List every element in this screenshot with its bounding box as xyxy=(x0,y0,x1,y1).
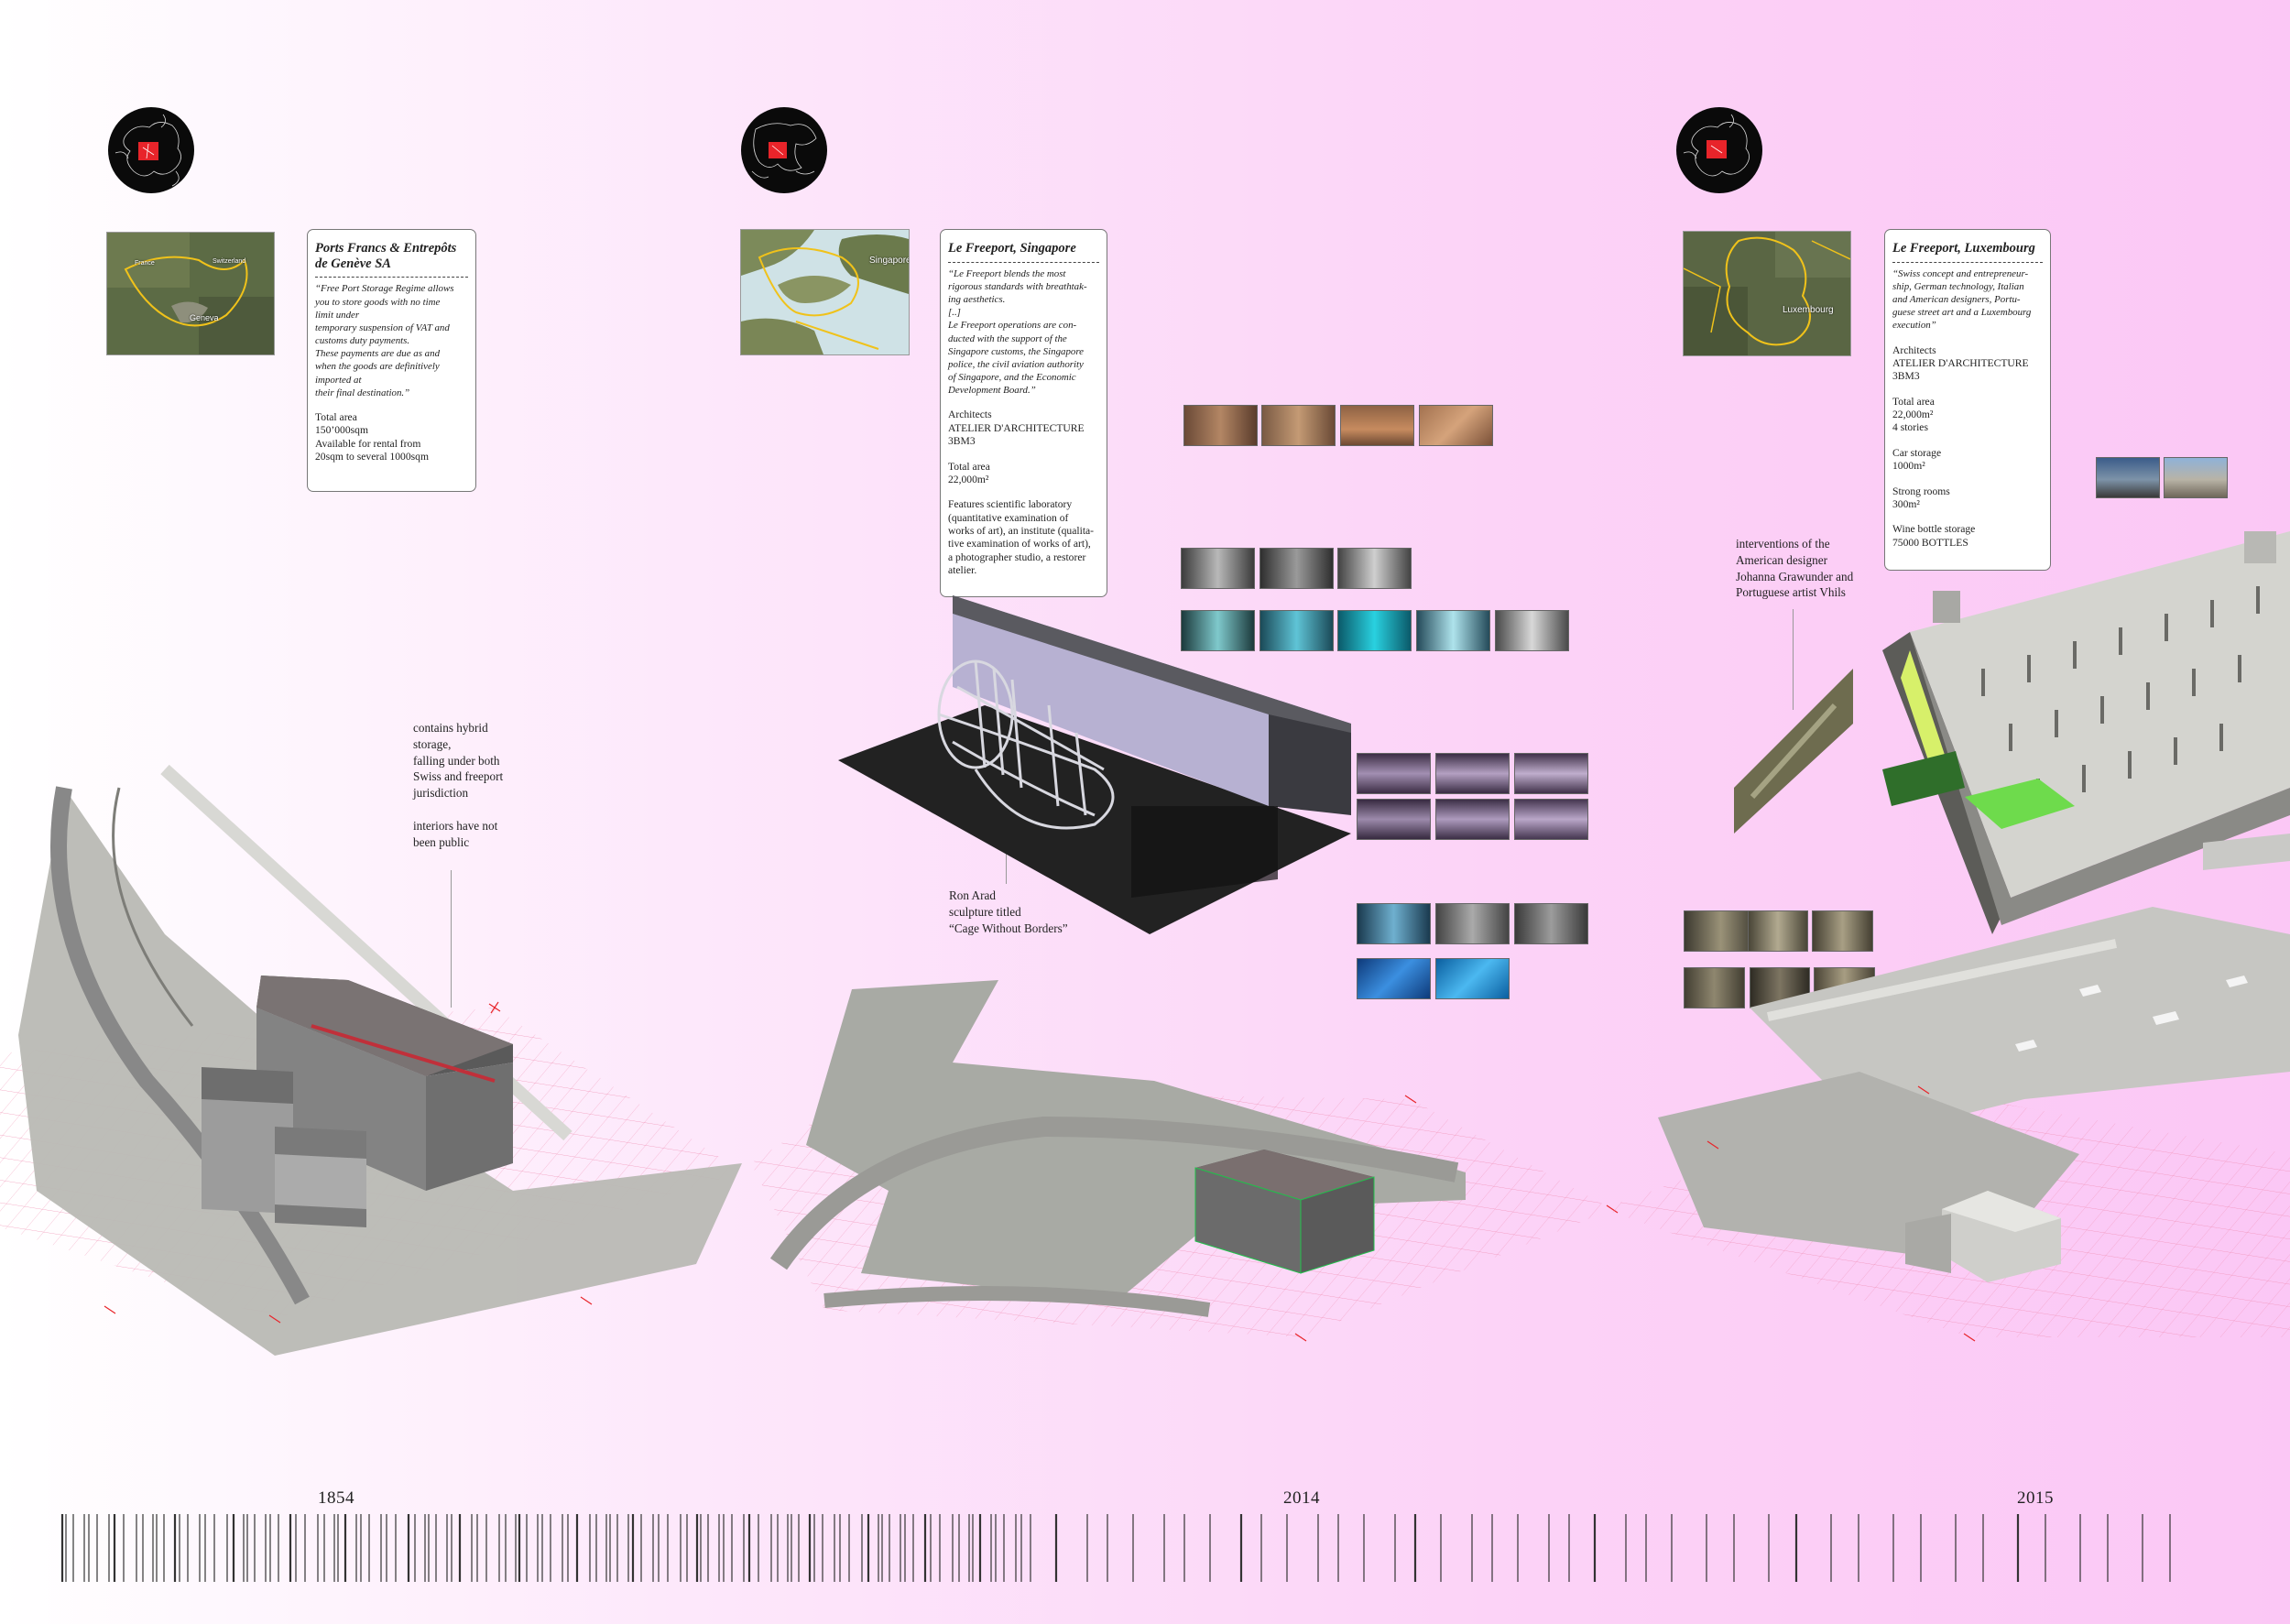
map-label-luxembourg: Luxembourg xyxy=(1783,305,1834,315)
exterior-photo xyxy=(2096,457,2160,498)
map-label-singapore: Singapore xyxy=(869,256,910,266)
interior-photo xyxy=(1181,610,1255,651)
card-area: Total area 22,000m² xyxy=(948,460,990,485)
interior-photo xyxy=(1435,958,1510,999)
aerial-photo-airport xyxy=(1750,907,2290,1136)
interior-photo xyxy=(1357,799,1431,840)
card-divider xyxy=(948,261,1099,263)
leader-line xyxy=(451,870,452,1008)
interior-photo xyxy=(1416,610,1490,651)
card-quote: “Free Port Storage Regime allows you to … xyxy=(315,283,454,398)
card-title: Le Freeport, Luxembourg xyxy=(1892,241,2035,256)
map-label-france: France xyxy=(135,260,155,267)
timeline-year-2015: 2015 xyxy=(2017,1488,2054,1508)
interior-photo xyxy=(1260,610,1334,651)
exterior-photo xyxy=(2164,457,2228,498)
card-details: Total area 150’000sqm Available for rent… xyxy=(315,410,429,463)
distant-block xyxy=(2203,834,2290,870)
interior-photo xyxy=(1260,548,1334,589)
globe-locator-luxembourg xyxy=(1676,107,1762,193)
leader-line xyxy=(1006,834,1007,884)
interior-photo xyxy=(1181,548,1255,589)
card-title: Le Freeport, Singapore xyxy=(948,241,1076,256)
interior-photo xyxy=(1514,753,1588,794)
info-card-singapore: Le Freeport, Singapore “Le Freeport blen… xyxy=(940,229,1107,597)
interior-photo xyxy=(1337,548,1412,589)
leader-line xyxy=(1793,609,1794,710)
vhils-artwork-panel xyxy=(1734,669,1853,834)
card-wine-storage: Wine bottle storage 75000 BOTTLES xyxy=(1892,523,1976,549)
card-features: Features scientific laboratory (quantita… xyxy=(948,498,1095,577)
interior-photo xyxy=(1435,903,1510,944)
globe-locator-geneva xyxy=(108,107,194,193)
note-luxembourg: interventions of the American designer J… xyxy=(1736,537,1854,600)
timeline-year-2014: 2014 xyxy=(1283,1488,1320,1508)
satellite-map-singapore: Singapore xyxy=(740,229,910,355)
site-model-luxembourg xyxy=(1603,861,2290,1342)
interior-photo xyxy=(1357,753,1431,794)
interior-photo xyxy=(1261,405,1336,446)
interior-photo xyxy=(1514,799,1588,840)
interior-photo xyxy=(1435,753,1510,794)
timeline-barcode xyxy=(55,1514,2208,1582)
interior-photo xyxy=(1340,405,1414,446)
interior-photo xyxy=(1357,903,1431,944)
globe-locator-singapore xyxy=(741,107,827,193)
info-card-geneva: Ports Francs & Entrepôts de Genève SA “F… xyxy=(307,229,476,492)
interior-photo xyxy=(1684,967,1745,1008)
interior-photo xyxy=(1748,910,1808,952)
interior-photo xyxy=(1419,405,1493,446)
card-quote: “Le Freeport blends the most rigorous st… xyxy=(948,267,1087,397)
aerial-photo-geneva xyxy=(18,788,742,1356)
building-model-singapore xyxy=(838,595,1351,934)
interior-photo xyxy=(1684,910,1758,952)
interior-photo xyxy=(1435,799,1510,840)
satellite-map-luxembourg: Luxembourg xyxy=(1683,231,1851,356)
site-model-geneva xyxy=(0,751,751,1365)
card-quote: “Swiss concept and entrepreneur- ship, G… xyxy=(1892,267,2032,332)
card-architects: Architects ATELIER D'ARCHITECTURE 3BM3 xyxy=(1892,343,2029,383)
interior-photo xyxy=(1812,910,1873,952)
map-label-geneva: Geneva xyxy=(190,313,219,322)
card-area: Total area 22,000m² 4 stories xyxy=(1892,395,1935,434)
timeline-year-1854: 1854 xyxy=(318,1488,354,1508)
satellite-map-geneva: Geneva Switzerland France xyxy=(106,232,275,355)
map-label-switzerland: Switzerland xyxy=(213,258,246,265)
interior-photo xyxy=(1337,610,1412,651)
site-model-singapore xyxy=(751,980,1630,1365)
card-architects: Architects ATELIER D'ARCHITECTURE 3BM3 xyxy=(948,409,1085,448)
card-car-storage: Car storage 1000m² xyxy=(1892,446,1942,473)
note-singapore: Ron Arad sculpture titled “Cage Without … xyxy=(949,888,1068,935)
interior-photo xyxy=(1183,405,1258,446)
info-card-luxembourg: Le Freeport, Luxembourg “Swiss concept a… xyxy=(1884,229,2051,571)
building-model-luxembourg xyxy=(1846,513,2290,953)
interior-photo xyxy=(1357,958,1431,999)
card-title: Ports Francs & Entrepôts de Genève SA xyxy=(315,241,457,271)
note-geneva: contains hybrid storage, falling under b… xyxy=(413,721,504,849)
card-strong-rooms: Strong rooms 300m² xyxy=(1892,485,1950,510)
interior-photo xyxy=(1495,610,1569,651)
aerial-photo-singapore xyxy=(806,980,1466,1301)
card-divider xyxy=(1892,261,2043,263)
interior-photo xyxy=(1514,903,1588,944)
card-divider xyxy=(315,277,468,278)
